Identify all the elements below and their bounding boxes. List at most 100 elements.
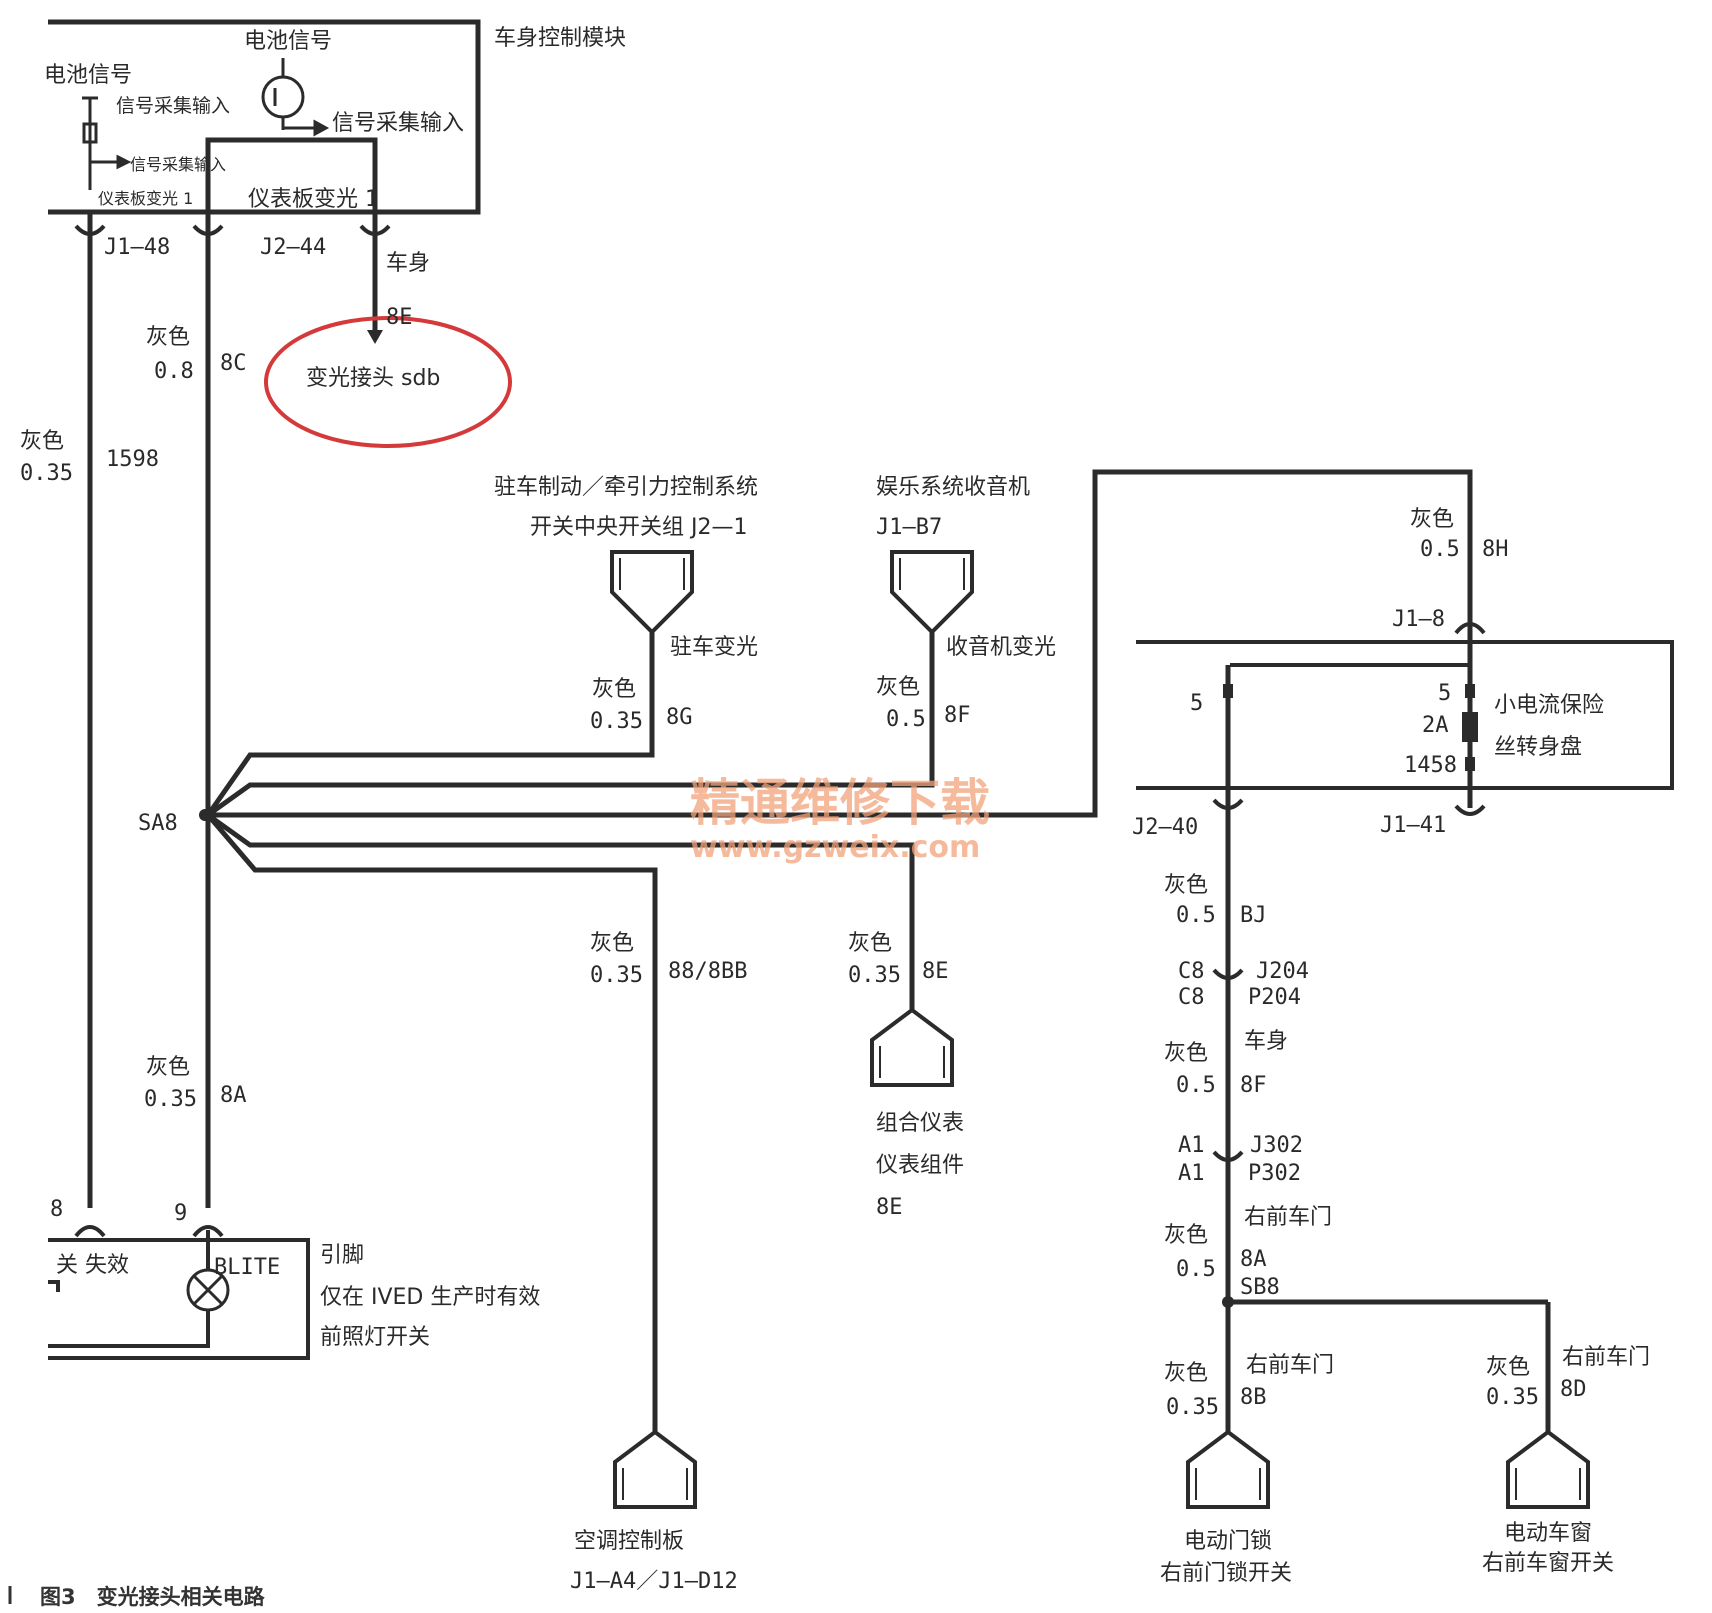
wire-8f2-color: 灰色 bbox=[1164, 1041, 1208, 1066]
pin-title: 引脚 bbox=[320, 1243, 364, 1268]
p302-label: P302 bbox=[1248, 1161, 1301, 1186]
battery-signal-top: 电池信号 bbox=[244, 29, 332, 54]
park-brake-title-2: 开关中央开关组 J2—1 bbox=[530, 515, 747, 540]
wire-8a2-color: 灰色 bbox=[1164, 1223, 1208, 1248]
ac-panel-label: 空调控制板 bbox=[574, 1529, 684, 1554]
splice-sb8 bbox=[1222, 1296, 1234, 1308]
j204-label: J204 bbox=[1256, 959, 1309, 984]
wire-88-gauge: 0.35 bbox=[590, 963, 643, 988]
watermark-title: 精通维修下载 bbox=[690, 774, 990, 832]
wire-8b-color: 灰色 bbox=[1164, 1361, 1208, 1386]
wire-8h-color: 灰色 bbox=[1410, 507, 1454, 532]
body-label-1: 车身 bbox=[386, 251, 430, 276]
fuse-2a: 2A bbox=[1422, 713, 1449, 738]
wire-8d-code: 8D bbox=[1560, 1377, 1587, 1402]
plug-cluster bbox=[870, 1008, 954, 1087]
figure-caption: 图3 变光接头相关电路 bbox=[40, 1585, 266, 1609]
c8-top: C8 bbox=[1178, 959, 1205, 984]
wire-8f2-gauge: 0.5 bbox=[1176, 1073, 1216, 1098]
park-brake-title-1: 驻车制动／牵引力控制系统 bbox=[494, 475, 758, 500]
battery-signal-left: 电池信号 bbox=[44, 63, 132, 88]
headlamp-switch-label: 前照灯开关 bbox=[320, 1325, 430, 1350]
body-label-2: 车身 bbox=[1244, 1029, 1288, 1054]
wire-bj-gauge: 0.5 bbox=[1176, 903, 1216, 928]
wire-8d-gauge: 0.35 bbox=[1486, 1385, 1539, 1410]
j1-41-label: J1—41 bbox=[1380, 813, 1446, 838]
fuse-pin-5-right: 5 bbox=[1438, 681, 1451, 706]
park-dim-label: 驻车变光 bbox=[670, 635, 758, 660]
fuse-block-label-1: 小电流保险 bbox=[1494, 693, 1604, 718]
signal-input-big: 信号采集输入 bbox=[332, 111, 464, 136]
wire-bj-color: 灰色 bbox=[1164, 873, 1208, 898]
wire-1598-gauge: 0.35 bbox=[20, 461, 73, 486]
wire-88-code: 88/8BB bbox=[668, 959, 747, 984]
pin-9-label: 9 bbox=[174, 1201, 187, 1226]
transistor-icon bbox=[261, 58, 330, 137]
plug-ac bbox=[613, 1430, 697, 1509]
window-label-1: 电动车窗 bbox=[1504, 1521, 1592, 1546]
c8-bottom: C8 bbox=[1178, 985, 1205, 1010]
wires bbox=[87, 212, 1551, 1432]
wire-8e-gauge: 0.35 bbox=[848, 963, 901, 988]
wire-8a-code: 8A bbox=[220, 1083, 247, 1108]
radio-dim-label: 收音机变光 bbox=[946, 635, 1056, 660]
bcm-module bbox=[48, 19, 481, 215]
door-lock-label-1: 电动门锁 bbox=[1184, 1529, 1272, 1554]
wire-88-color: 灰色 bbox=[590, 931, 634, 956]
plug-park-brake bbox=[610, 550, 694, 634]
rfd-label-2: 右前车门 bbox=[1246, 1353, 1334, 1378]
wire-8a2-gauge: 0.5 bbox=[1176, 1257, 1216, 1282]
wire-8g-code: 8G bbox=[666, 705, 693, 730]
wire-8c-color: 灰色 bbox=[146, 325, 190, 350]
j302-label: J302 bbox=[1250, 1133, 1303, 1158]
wire-8b-code: 8B bbox=[1240, 1385, 1267, 1410]
radio-connector: J1—B7 bbox=[876, 515, 942, 540]
wire-8f-gauge: 0.5 bbox=[886, 707, 926, 732]
watermark-url: www.gzweix.com bbox=[690, 830, 980, 865]
fuse-block bbox=[1136, 640, 1674, 790]
sdb-highlight-circle bbox=[264, 316, 512, 448]
wire-8e-code: 8E bbox=[922, 959, 949, 984]
window-label-2: 右前车窗开关 bbox=[1482, 1551, 1614, 1576]
plug-window bbox=[1506, 1430, 1590, 1509]
wire-8a-color: 灰色 bbox=[146, 1055, 190, 1080]
fuse-pin-5-left: 5 bbox=[1190, 691, 1203, 716]
a1-top: A1 bbox=[1178, 1133, 1205, 1158]
wire-1598-code: 1598 bbox=[106, 447, 159, 472]
signal-input-small-2: 信号采集输入 bbox=[130, 155, 226, 174]
j2-44-label: J2—44 bbox=[260, 235, 326, 260]
cluster-label-1: 组合仪表 bbox=[876, 1111, 964, 1136]
splice-sa8 bbox=[199, 809, 211, 821]
rfd-label-3: 右前车门 bbox=[1562, 1345, 1650, 1370]
wire-8c-code: 8C bbox=[220, 351, 247, 376]
wire-8h-gauge: 0.5 bbox=[1420, 537, 1460, 562]
plug-door-lock bbox=[1186, 1430, 1270, 1509]
ived-note: 仅在 IVED 生产时有效 bbox=[320, 1285, 540, 1310]
fuse-1458: 1458 bbox=[1404, 753, 1457, 778]
wire-8g-gauge: 0.35 bbox=[590, 709, 643, 734]
wire-8g-color: 灰色 bbox=[592, 677, 636, 702]
splice-sb8-label: SB8 bbox=[1240, 1275, 1280, 1300]
sensor-small-icon bbox=[82, 96, 132, 190]
wire-bj-code: BJ bbox=[1240, 903, 1267, 928]
bcm-title: 车身控制模块 bbox=[494, 26, 626, 51]
wire-8e-color: 灰色 bbox=[848, 931, 892, 956]
wire-1598-color: 灰色 bbox=[20, 429, 64, 454]
cluster-label-2: 仪表组件 bbox=[876, 1153, 964, 1178]
wire-8e-top: 8E bbox=[386, 305, 413, 330]
blite-label: BLITE bbox=[214, 1255, 280, 1280]
sdb-connector-label: 变光接头 sdb bbox=[306, 366, 440, 391]
wire-8a-gauge: 0.35 bbox=[144, 1087, 197, 1112]
door-lock-label-2: 右前门锁开关 bbox=[1160, 1561, 1292, 1586]
j1-48-label: J1—48 bbox=[104, 235, 170, 260]
wire-8f-color: 灰色 bbox=[876, 675, 920, 700]
panel-dim-small: 仪表板变光 1 bbox=[98, 189, 193, 208]
wire-8d-color: 灰色 bbox=[1486, 1355, 1530, 1380]
p204-label: P204 bbox=[1248, 985, 1301, 1010]
j1-8-label: J1—8 bbox=[1392, 607, 1445, 632]
cluster-label-3: 8E bbox=[876, 1195, 903, 1220]
lamp-icon bbox=[186, 1268, 230, 1312]
headlamp-switch-module bbox=[48, 1230, 310, 1360]
signal-input-small-1: 信号采集输入 bbox=[116, 95, 230, 117]
